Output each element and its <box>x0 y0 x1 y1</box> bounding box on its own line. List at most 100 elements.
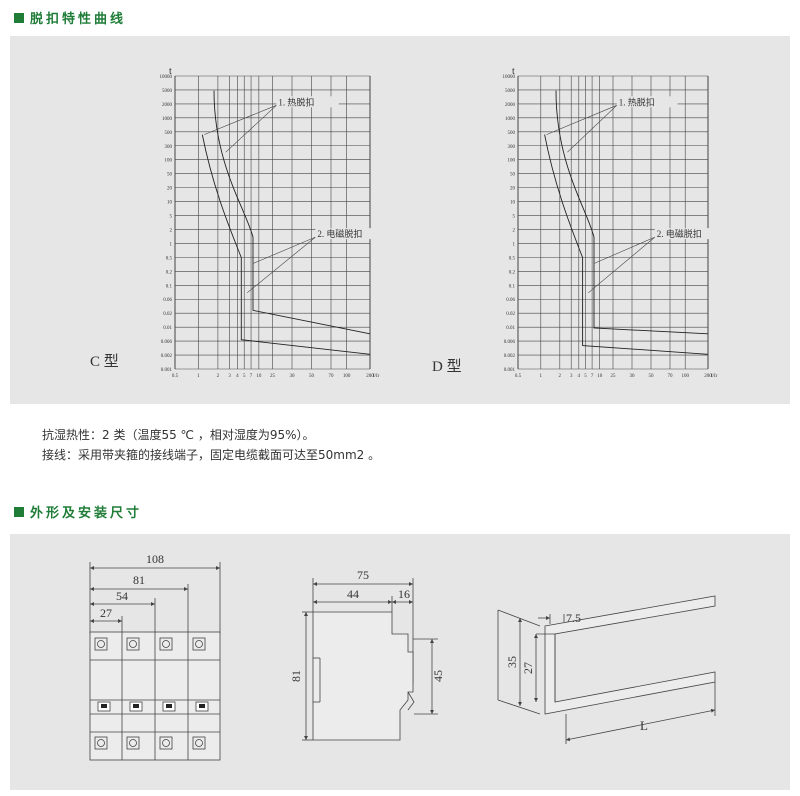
label-thermal: 1. 热脱扣 <box>278 96 314 107</box>
side-view-drawing <box>302 578 438 741</box>
bullet-square-icon <box>14 506 24 517</box>
x-tick-label: 70 <box>668 374 674 379</box>
upper-trip-curve <box>555 90 709 335</box>
section-title-dimensions: 外形及安装尺寸 <box>14 502 142 521</box>
y-tick-label: 0.06 <box>506 298 515 303</box>
label-bg <box>315 228 374 240</box>
x-tick-label: 5 <box>243 374 246 379</box>
section-title-text: 外形及安装尺寸 <box>30 506 143 521</box>
label-magnetic: 2. 电磁脱扣 <box>317 228 362 239</box>
y-tick-label: 0.002 <box>504 354 516 359</box>
y-tick-label: 300 <box>508 145 516 150</box>
y-tick-label: 5000 <box>162 89 173 94</box>
x-tick-label: 4 <box>236 374 239 379</box>
leader-line <box>593 236 655 264</box>
y-tick-label: 500 <box>165 131 173 136</box>
t-axis-label: t <box>169 66 172 77</box>
x-tick-label: 2 <box>217 374 220 379</box>
x-tick-label: 50 <box>649 374 655 379</box>
x-tick-label: 3 <box>228 374 231 379</box>
y-tick-label: 2 <box>170 228 173 233</box>
label-bg <box>276 96 339 108</box>
x-tick-label: 10 <box>256 374 262 379</box>
x-tick-label: 100 <box>681 374 689 379</box>
dim-44: 44 <box>347 587 359 601</box>
y-tick-label: 500 <box>508 131 516 136</box>
x-tick-label: 4 <box>578 374 581 379</box>
y-tick-label: 10 <box>167 201 173 206</box>
x-unit-label: I/Ir <box>373 374 380 379</box>
y-tick-label: 0.02 <box>506 312 515 317</box>
x-tick-label: 10 <box>597 374 603 379</box>
x-tick-label: 50 <box>309 374 315 379</box>
x-tick-label: 30 <box>290 374 296 379</box>
x-tick-label: 7 <box>591 374 594 379</box>
y-tick-label: 1000 <box>505 117 516 122</box>
dim-75: 75 <box>357 568 369 582</box>
x-tick-label: 30 <box>630 374 636 379</box>
x-tick-label: 200 <box>366 374 374 379</box>
leader-line <box>225 105 277 153</box>
x-tick-label: 1 <box>197 374 200 379</box>
x-tick-label: 100 <box>343 374 351 379</box>
y-tick-label: 0.01 <box>163 326 172 331</box>
y-tick-label: 10000 <box>503 75 516 80</box>
note-wiring: 接线：采用带夹箍的接线端子，固定电缆截面可达至50mm2 。 <box>42 448 381 462</box>
x-tick-label: 0.5 <box>172 374 179 379</box>
front-view-drawing <box>89 562 221 761</box>
x-tick-label: 200 <box>704 374 712 379</box>
leader-line <box>252 236 316 264</box>
dim-45-vertical: 45 <box>431 670 445 682</box>
lower-trip-curve <box>544 134 709 355</box>
x-tick-label: 5 <box>584 374 587 379</box>
dim-81: 81 <box>133 573 145 587</box>
label-bg <box>616 96 678 108</box>
note-humidity: 抗湿热性：2 类（温度55 ℃ ，相对湿度为95%）。 <box>42 428 315 442</box>
y-tick-label: 0.2 <box>509 270 516 275</box>
bullet-square-icon <box>14 12 24 23</box>
x-unit-label: I/Ir <box>711 374 718 379</box>
x-tick-label: 25 <box>270 374 276 379</box>
trip-curves-svg: 100005000200010005003001005020105210.50.… <box>90 66 718 379</box>
x-tick-label: 1 <box>540 374 543 379</box>
y-tick-label: 0.001 <box>161 368 173 373</box>
dim-7-5: 7.5 <box>566 611 581 625</box>
y-tick-label: 100 <box>165 159 173 164</box>
label-magnetic: 2. 电磁脱扣 <box>657 228 702 239</box>
dim-81-vertical: 81 <box>289 670 303 682</box>
y-tick-label: 0.2 <box>166 270 173 275</box>
section-title-curves: 脱扣特性曲线 <box>14 8 126 27</box>
dim-54: 54 <box>116 589 128 603</box>
chart-c-label: C 型 <box>90 353 119 370</box>
section-title-text: 脱扣特性曲线 <box>30 12 127 27</box>
dimension-drawings-svg: 108 81 54 27 75 44 <box>89 552 716 761</box>
y-tick-label: 0.1 <box>166 284 173 289</box>
x-tick-label: 0.5 <box>515 374 522 379</box>
leader-line <box>546 105 617 135</box>
lower-trip-curve <box>201 134 371 355</box>
leader-line <box>246 236 316 294</box>
dim-108: 108 <box>146 552 164 566</box>
y-tick-label: 0.002 <box>161 354 173 359</box>
dim-16: 16 <box>398 587 410 601</box>
y-tick-label: 10 <box>510 201 516 206</box>
x-tick-label: 7 <box>250 374 253 379</box>
y-tick-label: 20 <box>510 187 516 192</box>
dim-L: L <box>640 718 648 733</box>
y-tick-label: 0.06 <box>163 298 172 303</box>
dim-35-vertical: 35 <box>505 656 519 668</box>
y-tick-label: 100 <box>508 159 516 164</box>
chart-d-label: D 型 <box>432 358 462 375</box>
x-tick-label: 70 <box>329 374 335 379</box>
x-tick-label: 25 <box>611 374 617 379</box>
y-tick-label: 5000 <box>505 89 516 94</box>
y-tick-label: 0.006 <box>161 340 173 345</box>
y-tick-label: 0.006 <box>504 340 516 345</box>
y-tick-label: 50 <box>167 173 173 178</box>
y-tick-label: 0.5 <box>166 256 173 261</box>
y-tick-label: 50 <box>510 173 516 178</box>
x-tick-label: 3 <box>570 374 573 379</box>
dim-27: 27 <box>100 606 112 620</box>
label-thermal: 1. 热脱扣 <box>619 96 655 107</box>
